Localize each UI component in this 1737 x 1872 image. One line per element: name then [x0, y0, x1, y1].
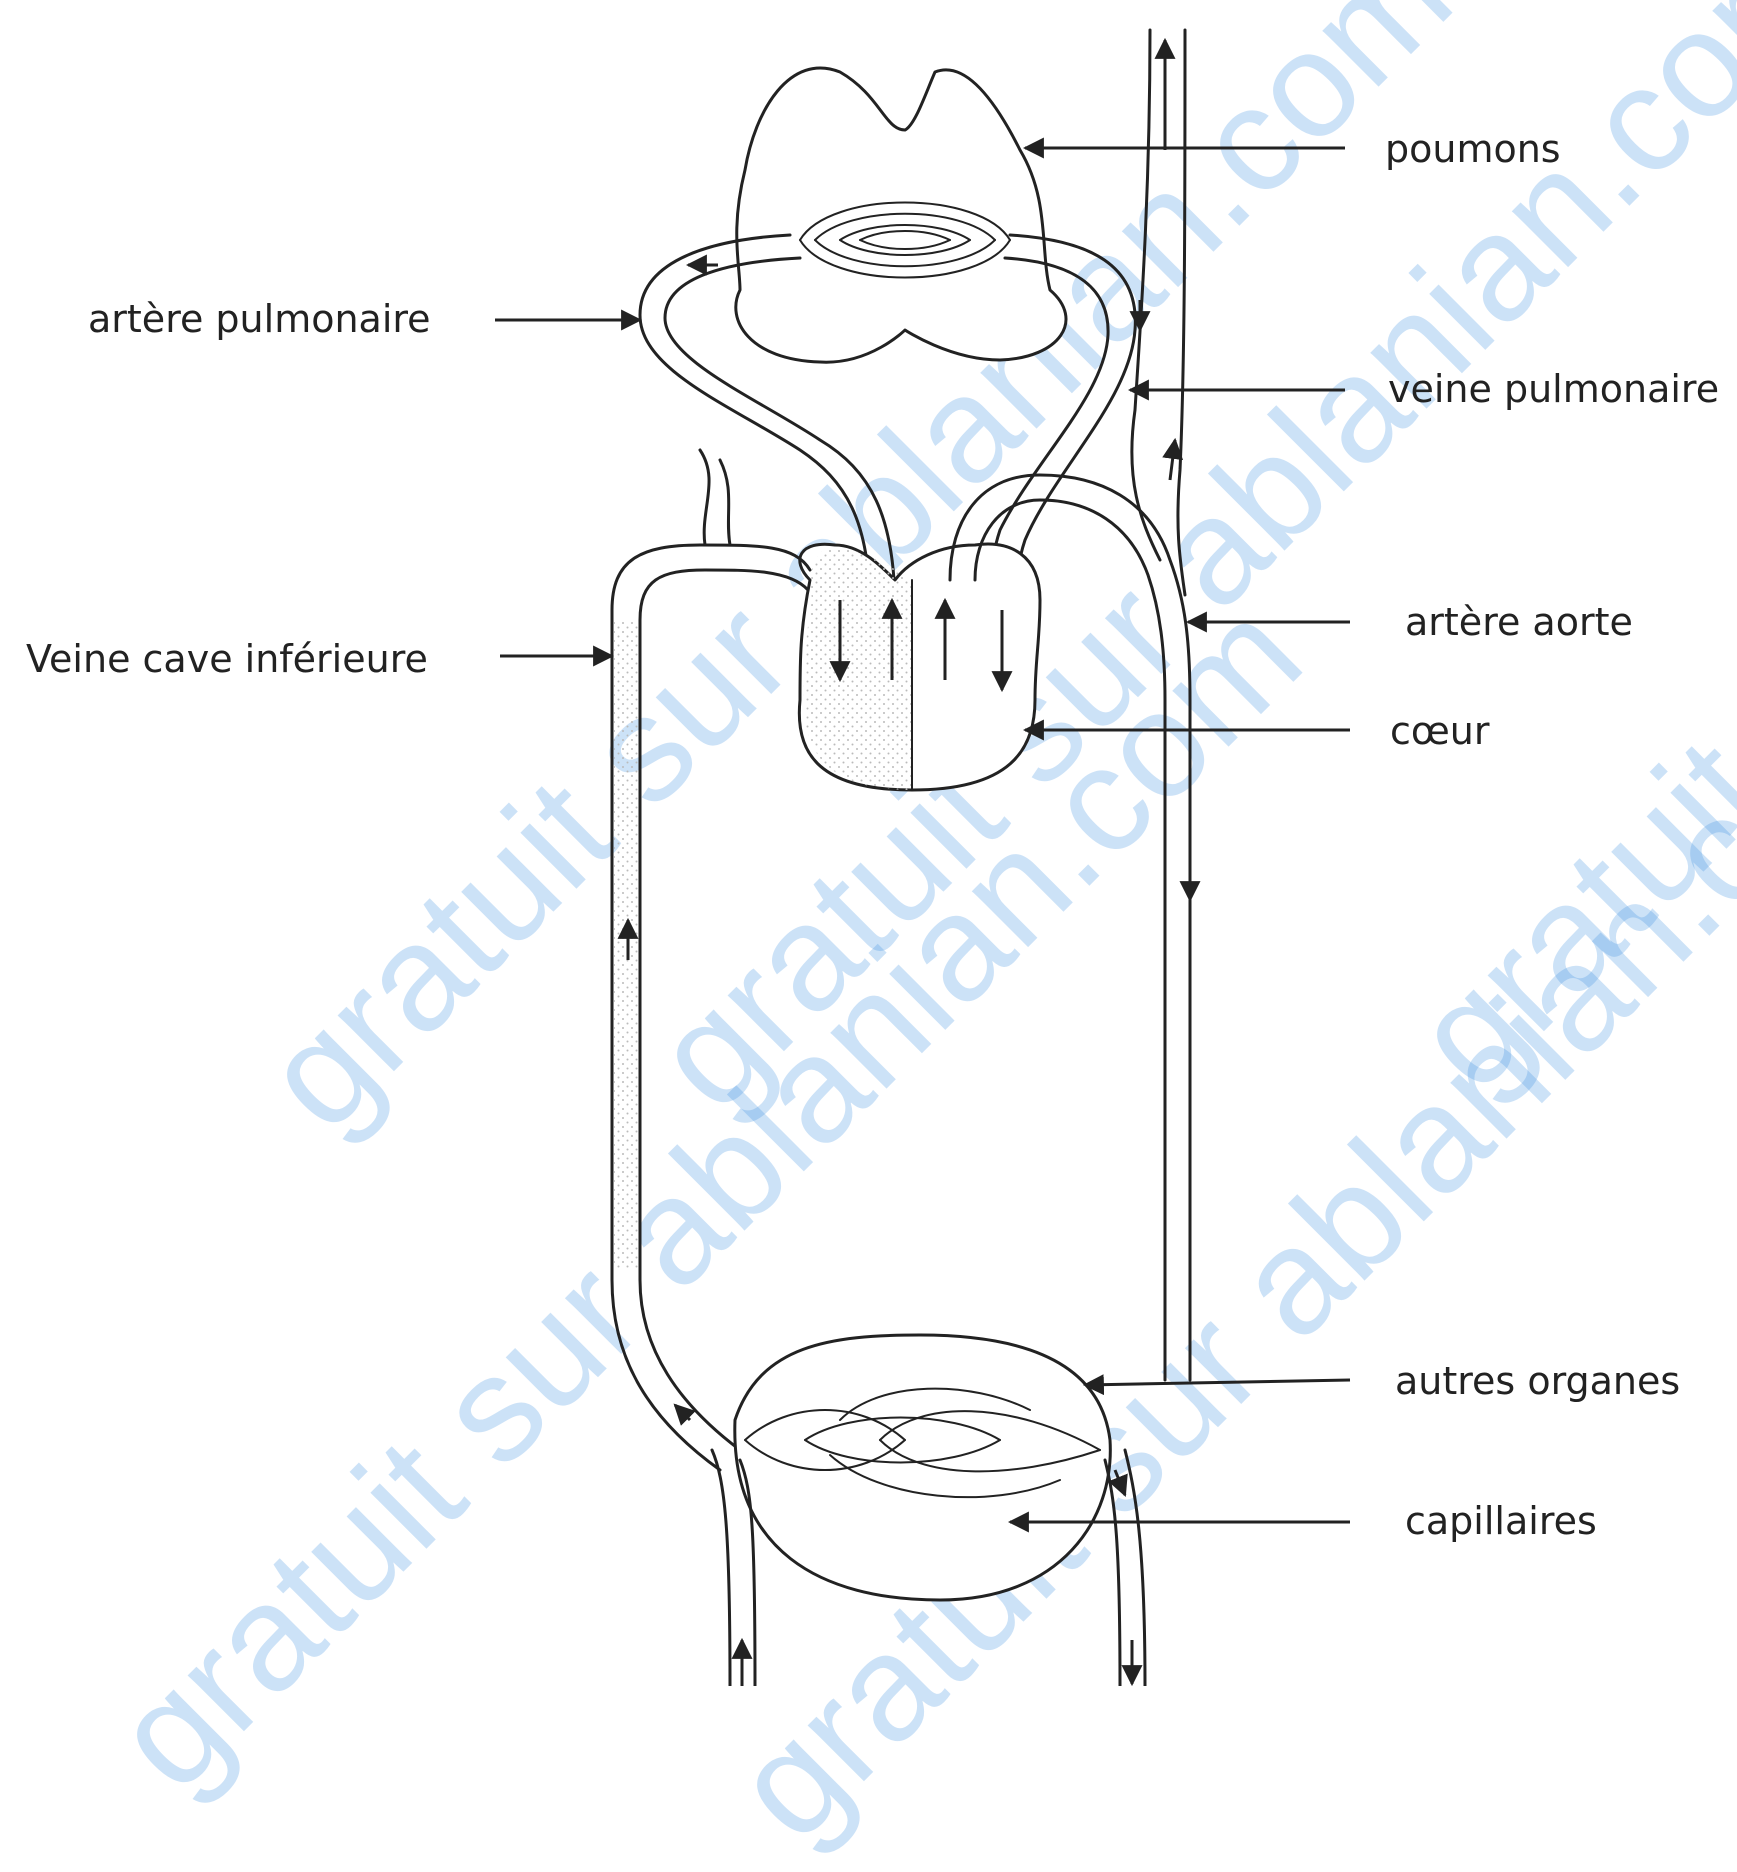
label-veine-pulmonaire: veine pulmonaire	[1388, 370, 1719, 408]
label-artere-pulmonaire: artère pulmonaire	[88, 300, 431, 338]
vena-cava-inner	[640, 570, 808, 1450]
label-capillaires: capillaires	[1405, 1502, 1597, 1540]
vena-cava-outer	[612, 545, 810, 1470]
label-poumons: poumons	[1385, 130, 1561, 168]
lower-artery-right-inner	[1125, 1450, 1145, 1686]
organs-outline	[735, 1335, 1111, 1600]
lower-vein-left-outer	[712, 1450, 730, 1686]
circulation-diagram	[0, 0, 1737, 1686]
pointer-autres-organes	[1085, 1380, 1350, 1385]
vena-cava-stipple	[614, 620, 638, 1270]
label-coeur: cœur	[1390, 712, 1489, 750]
flow-arrow-organs-left	[675, 1405, 690, 1420]
aorta-branch-up-inner	[1178, 30, 1185, 595]
superior-vena-cava	[700, 450, 709, 545]
flow-arrow-aorta-branch	[1170, 440, 1175, 480]
lungs-outline	[736, 68, 1066, 362]
lower-artery-right-outer	[1105, 1460, 1120, 1686]
superior-vena-cava-inner	[720, 460, 730, 545]
label-autres-organes: autres organes	[1395, 1362, 1680, 1400]
label-veine-cave-inferieure: Veine cave inférieure	[26, 640, 428, 678]
flow-arrow-organs-right	[1115, 1470, 1125, 1495]
heart-right-half	[804, 548, 912, 790]
label-artere-aorte: artère aorte	[1405, 603, 1633, 641]
aorta-branch-up-outer	[1132, 30, 1160, 560]
